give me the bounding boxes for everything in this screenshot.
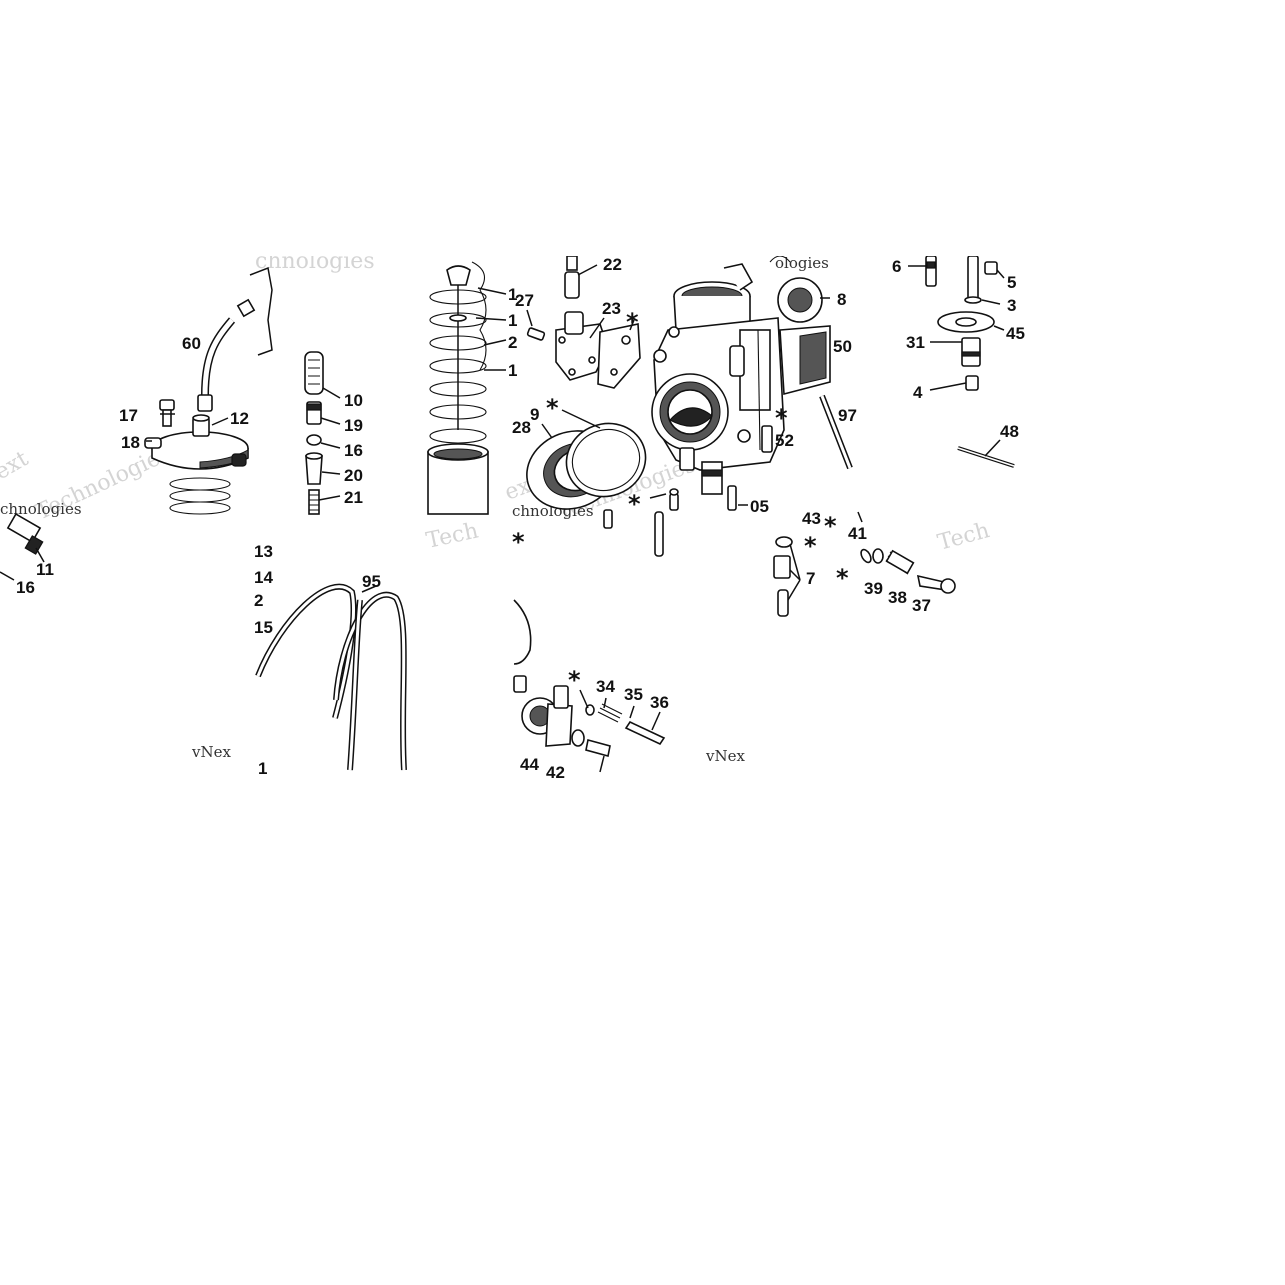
callout-label: 11 (36, 560, 54, 579)
hoses-group (255, 583, 407, 771)
asterisk-marker: * (512, 528, 525, 556)
callout-label: 43 (802, 509, 821, 528)
callout-label: 10 (344, 391, 363, 410)
callout-label: 28 (512, 418, 531, 437)
callout-label: 21 (344, 488, 363, 507)
callout-label: 14 (254, 568, 273, 587)
asterisk-marker: * (626, 308, 639, 336)
asterisk-marker: * (804, 532, 817, 560)
callout-label: 05 (750, 497, 769, 516)
callout-label: 23 (602, 299, 621, 318)
callout-label: 12 (230, 409, 249, 428)
callout-label: 13 (254, 542, 273, 561)
needle-parts-group (304, 351, 341, 515)
watermark-text: ologies (775, 254, 829, 272)
callout-label: 45 (1006, 324, 1025, 343)
callout-label: 6 (892, 257, 901, 276)
choke-group (526, 255, 641, 389)
callout-label: 1 (508, 285, 517, 304)
callout-label: 20 (344, 466, 363, 485)
callout-label: 52 (775, 431, 794, 450)
watermark-text: ext (0, 446, 33, 485)
callout-label: 39 (864, 579, 883, 598)
callout-label: 35 (624, 685, 643, 704)
watermark-layer: Technologies chnologies ext chnologies T… (0, 249, 992, 765)
asterisk-marker: * (546, 394, 559, 422)
callout-label: 17 (119, 406, 138, 425)
watermark-text: chnologies (0, 500, 82, 518)
callout-label: 48 (1000, 422, 1019, 441)
callout-label: 2 (254, 591, 263, 610)
slide-spring-group (427, 261, 507, 515)
watermark-text: vNex (705, 747, 745, 765)
callout-label: 1 (508, 361, 517, 380)
callout-label: 95 (362, 572, 381, 591)
callout-label: 60 (182, 334, 201, 353)
lower-right-parts (773, 511, 956, 617)
callout-label: 41 (848, 524, 867, 543)
asterisk-marker: * (836, 564, 849, 592)
callout-label: 44 (520, 755, 539, 774)
callout-label: 2 (508, 333, 517, 352)
watermark-text: Tech (424, 519, 481, 554)
idle-parts-group (513, 599, 666, 773)
watermark-text: vNex (191, 743, 231, 761)
callout-label: 9 (530, 405, 539, 424)
callout-label: 1 (258, 759, 267, 778)
cover-spring (169, 477, 231, 515)
intake-ring-group (526, 409, 679, 557)
callout-label: 37 (912, 596, 931, 615)
callout-label: 16 (16, 578, 35, 597)
asterisk-marker: * (775, 404, 788, 432)
callout-label: 18 (121, 433, 140, 452)
watermark-text: Tech (935, 518, 992, 556)
callout-label: 16 (344, 441, 363, 460)
callout-label: 3 (1007, 296, 1016, 315)
callout-label: 36 (650, 693, 669, 712)
callout-labels: 60 17 12 18 11 16 10 19 16 20 21 1 1 2 1… (16, 255, 1025, 782)
callout-label: 1 (508, 311, 517, 330)
callout-label: 15 (254, 618, 273, 637)
asterisk-marker: * (824, 512, 837, 540)
asterisk-markers: * * * * * * * * * (512, 308, 849, 694)
callout-label: 31 (906, 333, 925, 352)
callout-label: 5 (1007, 273, 1016, 292)
asterisk-marker: * (568, 666, 581, 694)
callout-label: 27 (515, 291, 534, 310)
left-fitting (0, 512, 45, 581)
callout-label: 22 (603, 255, 622, 274)
callout-label: 34 (596, 677, 615, 696)
callout-label: 4 (913, 383, 923, 402)
callout-label: 38 (888, 588, 907, 607)
carburetor-body (651, 255, 853, 511)
top-cover-group (144, 266, 273, 515)
callout-label: 8 (837, 290, 846, 309)
callout-label: 19 (344, 416, 363, 435)
right-small-parts (908, 255, 1015, 468)
callout-label: 42 (546, 763, 565, 782)
asterisk-marker: * (628, 490, 641, 518)
callout-label: 97 (838, 406, 857, 425)
callout-label: 7 (806, 569, 815, 588)
callout-label: 50 (833, 337, 852, 356)
